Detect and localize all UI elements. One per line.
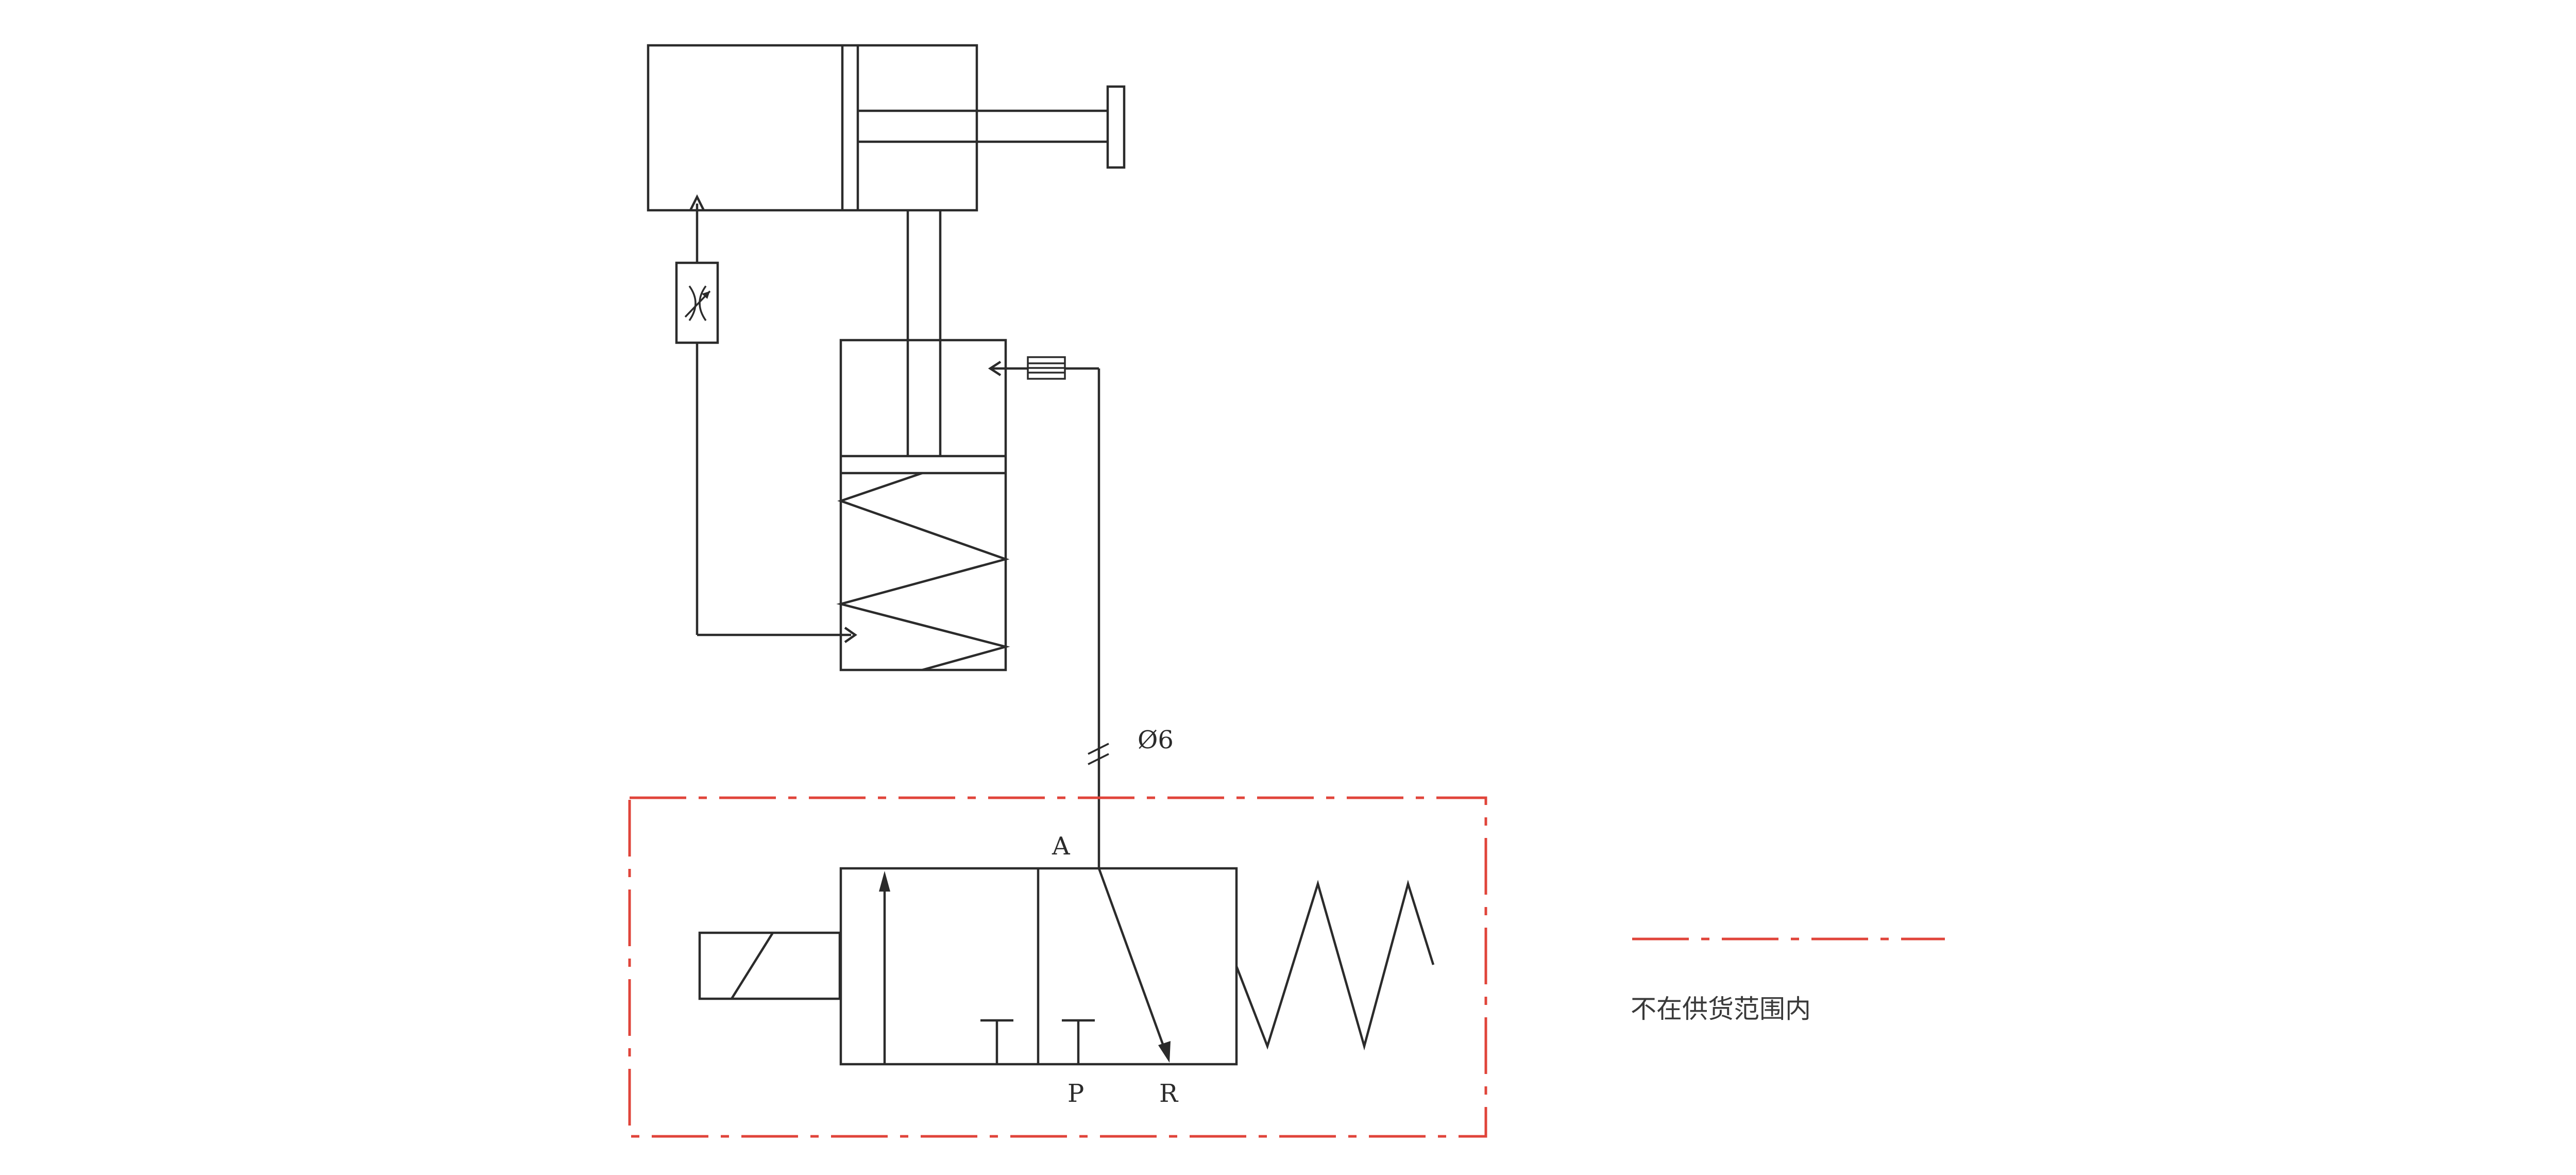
quick-fitting [988, 356, 1099, 380]
flow-control-valve [675, 261, 719, 344]
legend-text: 不在供货范围内 [1631, 994, 1811, 1024]
legend: 不在供货范围内 [1631, 937, 1945, 1024]
solenoid-valve [698, 867, 1435, 1066]
supply-pipe [1088, 368, 1109, 868]
port-p-label: P [1067, 1079, 1084, 1108]
solenoid-actuator [698, 931, 841, 1000]
out-of-scope-boundary [628, 796, 1487, 1138]
pipe-size-label: Ø6 [1138, 726, 1174, 754]
port-a-label: A [1052, 832, 1071, 861]
main-cylinder [647, 44, 1126, 212]
return-spring [1235, 879, 1435, 1051]
port-r-label: R [1159, 1079, 1179, 1108]
pilot-line [689, 194, 857, 643]
spring-return-cylinder [836, 339, 1010, 672]
linkage-rod [906, 210, 942, 456]
